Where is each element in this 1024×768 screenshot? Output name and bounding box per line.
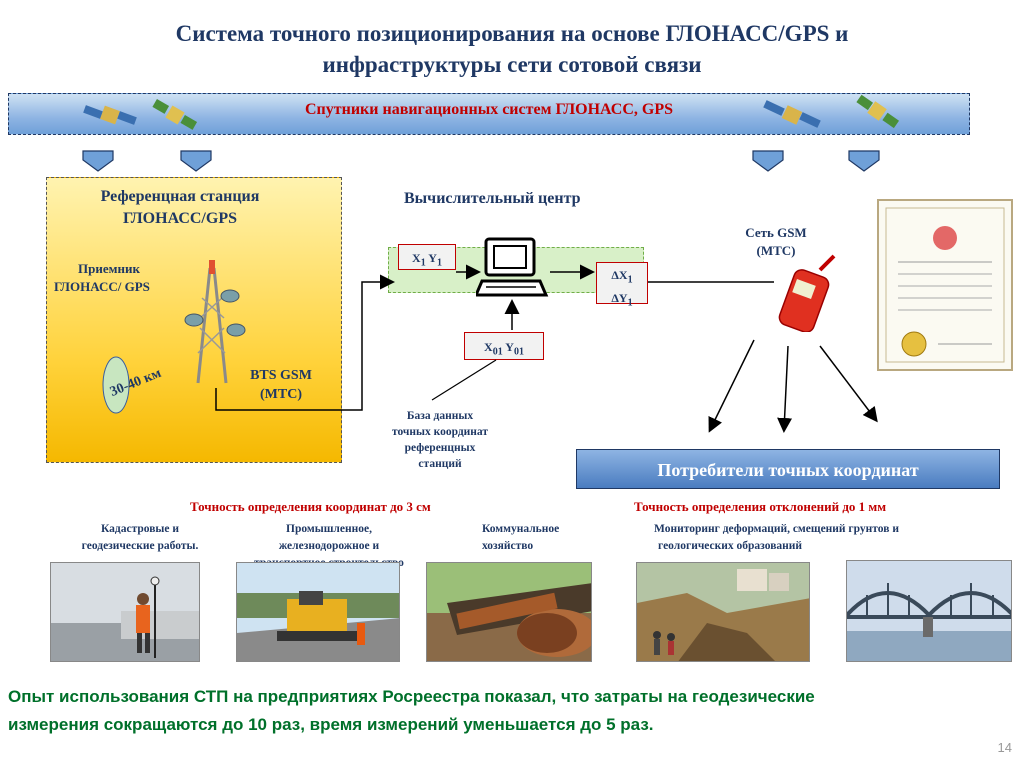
category-monitoring: Мониторинг деформаций, смещений грунтов …	[654, 523, 899, 552]
coverage-ellipse	[102, 356, 130, 414]
x01-y01-box: X01 Y01	[464, 332, 544, 360]
photo-road-construction	[236, 562, 400, 662]
database-label: База данных точных координат референцных…	[391, 410, 489, 470]
down-arrow-icon	[752, 150, 784, 172]
receiver-label: Приемник ГЛОНАСС/ GPS	[54, 261, 150, 294]
bts-label: BTS GSM (МТС)	[250, 368, 312, 402]
category-utilities: Коммунальное хозяйство	[482, 523, 560, 552]
photo-pipeline	[426, 562, 592, 662]
xy-coordinates-box: X1 Y1	[398, 244, 456, 270]
conclusion-text: Опыт использования СТП на предприятиях Р…	[8, 687, 815, 734]
page-number: 14	[997, 740, 1012, 755]
down-arrow-icon	[82, 150, 114, 172]
slide-title: Система точного позиционирования на осно…	[40, 18, 984, 80]
satellite-icon	[152, 99, 198, 130]
gsm-network-label: Сеть GSM (МТС)	[745, 225, 807, 258]
patent-certificate-image	[877, 199, 1013, 371]
computing-center-label: Вычислительный центр	[404, 190, 581, 207]
satellite-icon	[83, 105, 137, 125]
satellites-banner-text: Спутники навигационных систем ГЛОНАСС, G…	[304, 101, 674, 118]
reference-station-label: Референцная станция ГЛОНАСС/GPS	[100, 188, 260, 227]
delta-coordinates-box: ΔX1 ΔY1	[596, 262, 648, 309]
computer-icon	[476, 237, 549, 297]
accuracy-coordinates: Точность определения координат до 3 см	[190, 499, 431, 514]
down-arrow-icon	[848, 150, 880, 172]
down-arrow-icon	[180, 150, 212, 172]
satellite-icon	[856, 94, 900, 129]
photo-landslide	[636, 562, 810, 662]
mobile-phone-icon	[778, 254, 836, 332]
accuracy-deviations: Точность определения отклонений до 1 мм	[634, 499, 887, 514]
antenna-tower-icon	[184, 260, 246, 384]
photo-surveyor	[50, 562, 200, 662]
photo-bridge	[846, 560, 1012, 662]
title-line-1: Система точного позиционирования на осно…	[175, 21, 849, 46]
title-line-2: инфраструктуры сети сотовой связи	[322, 52, 702, 77]
consumers-bar: Потребители точных координат	[576, 449, 1000, 489]
satellite-icon	[763, 100, 821, 128]
category-cadastral: Кадастровые и геодезические работы.	[81, 523, 199, 552]
